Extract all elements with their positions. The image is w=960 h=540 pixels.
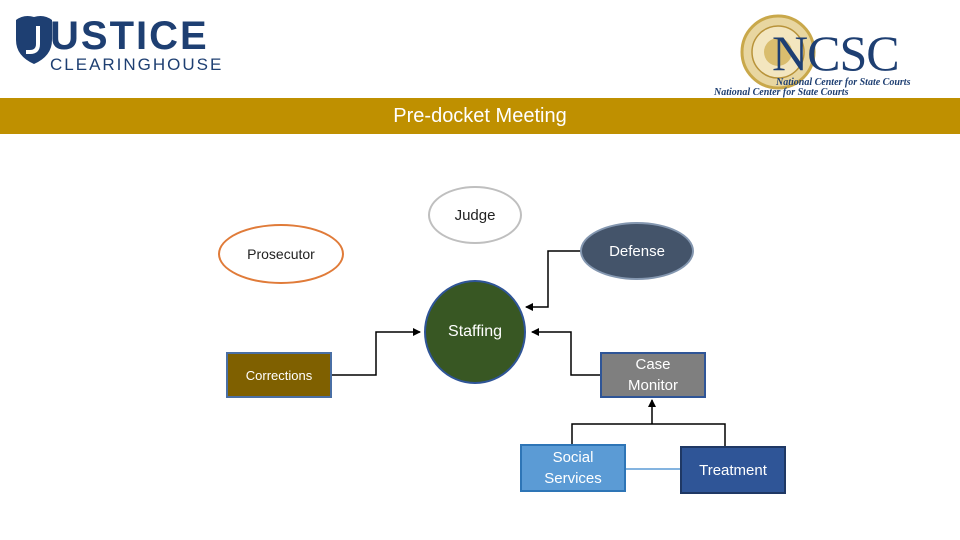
defense-node: Defense <box>580 222 694 280</box>
ncsc-subtitle: National Center for State Courts <box>776 77 911 88</box>
justice-clearinghouse-logo: USTICE CLEARINGHOUSE <box>12 12 252 74</box>
case-monitor-label-line1: Case <box>635 356 671 373</box>
case-monitor-label: Case Monitor <box>628 354 678 396</box>
connector-casemonitor-staffing <box>531 328 600 376</box>
social-services-node: Social Services <box>520 444 626 492</box>
ncsc-subtitle-shadow: National Center for State Courts <box>714 87 849 98</box>
logo-title: USTICE <box>50 14 209 58</box>
prosecutor-label: Prosecutor <box>247 246 315 262</box>
treatment-node: Treatment <box>680 446 786 494</box>
staffing-label: Staffing <box>448 323 502 340</box>
title-bar: Pre-docket Meeting <box>0 98 960 134</box>
prosecutor-node: Prosecutor <box>218 224 344 284</box>
treatment-label: Treatment <box>699 461 767 479</box>
ncsc-acronym: NCSC <box>772 25 900 81</box>
case-monitor-label-line2: Monitor <box>627 377 679 394</box>
case-monitor-node: Case Monitor <box>600 352 706 398</box>
corrections-node: Corrections <box>226 352 332 398</box>
judge-label: Judge <box>454 206 496 224</box>
connector-services-casemonitor <box>571 423 726 446</box>
corrections-label: Corrections <box>245 367 313 383</box>
court-seal-icon <box>740 14 816 90</box>
connector-corrections-staffing <box>332 328 421 376</box>
staffing-node: Staffing <box>424 280 526 384</box>
slide-title: Pre-docket Meeting <box>393 104 567 127</box>
ncsc-logo: NCSC National Center for State Courts Na… <box>700 10 930 100</box>
defense-label: Defense <box>609 242 665 260</box>
social-services-label-line1: Social <box>552 449 594 466</box>
social-services-label: Social Services <box>544 447 602 489</box>
connector-defense-staffing <box>525 250 584 311</box>
judge-node: Judge <box>428 186 522 244</box>
logo-subtitle: CLEARINGHOUSE <box>50 55 224 74</box>
social-services-label-line2: Services <box>544 470 602 487</box>
shield-icon <box>16 16 52 64</box>
